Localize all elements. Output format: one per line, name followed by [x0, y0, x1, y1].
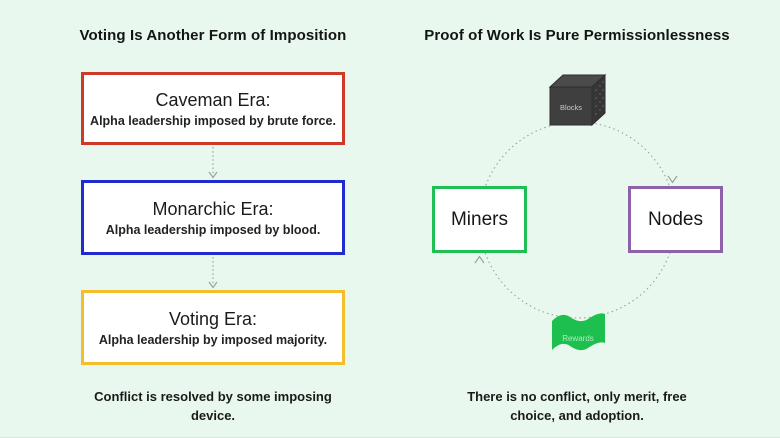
nodes-label: Nodes: [648, 208, 703, 230]
monarchic-era-title: Monarchic Era:: [152, 199, 274, 220]
cube-texture-dots: [595, 81, 604, 115]
arrowhead-down-icon: [208, 281, 218, 289]
flag-label: Rewards: [562, 334, 594, 343]
caveman-era-box: Caveman Era: Alpha leadership imposed by…: [81, 72, 345, 145]
nodes-box: Nodes: [628, 186, 723, 253]
cube-label: Blocks: [560, 103, 582, 112]
caveman-era-title: Caveman Era:: [155, 90, 271, 111]
left-panel-title: Voting Is Another Form of Imposition: [79, 27, 347, 44]
arrowhead-into-miners-icon: [474, 255, 485, 264]
rewards-flag-icon: Rewards: [552, 313, 605, 351]
blocks-cube-icon: Blocks: [548, 73, 607, 127]
connector-monarchic-to-voting: [208, 257, 218, 289]
caveman-era-subtitle: Alpha leadership imposed by brute force.: [90, 113, 336, 128]
voting-era-box: Voting Era: Alpha leadership by imposed …: [81, 290, 345, 365]
connector-caveman-to-monarchic: [208, 147, 218, 179]
arrowhead-into-nodes-icon: [667, 175, 678, 184]
monarchic-era-subtitle: Alpha leadership imposed by blood.: [105, 222, 321, 237]
right-panel-caption: There is no conflict, only merit, free c…: [467, 389, 687, 423]
voting-era-subtitle: Alpha leadership by imposed majority.: [98, 332, 328, 347]
monarchic-era-box: Monarchic Era: Alpha leadership imposed …: [81, 180, 345, 255]
left-panel-caption: Conflict is resolved by some imposing de…: [94, 389, 332, 423]
miners-box: Miners: [432, 186, 527, 253]
voting-era-title: Voting Era:: [168, 309, 258, 330]
right-panel-title: Proof of Work Is Pure Permissionlessness: [424, 27, 730, 44]
miners-label: Miners: [450, 208, 508, 230]
arrowhead-down-icon: [208, 171, 218, 179]
